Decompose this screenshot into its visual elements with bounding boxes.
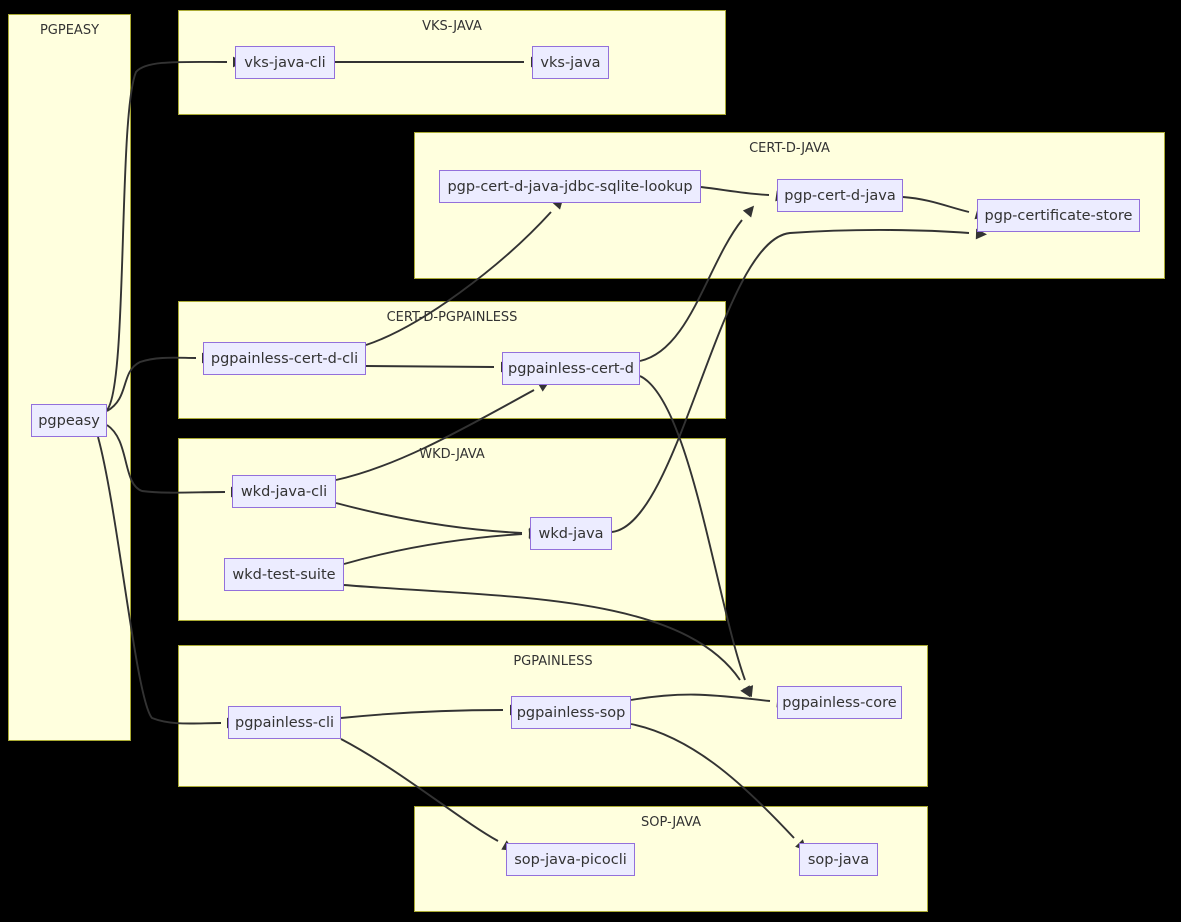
node-pgp-certificate-store[interactable]: pgp-certificate-store: [977, 199, 1140, 232]
node-pgpainless-core[interactable]: pgpainless-core: [777, 686, 902, 719]
cluster-pgpeasy: PGPEASY: [8, 14, 131, 741]
cluster-label-wkd_java: WKD-JAVA: [419, 447, 485, 462]
cluster-label-cert_d_java: CERT-D-JAVA: [749, 141, 830, 156]
node-pgpainless-cli[interactable]: pgpainless-cli: [228, 706, 341, 739]
node-pgpeasy[interactable]: pgpeasy: [31, 404, 107, 437]
node-label: pgpeasy: [38, 412, 100, 429]
cluster-label-sop_java: SOP-JAVA: [640, 815, 702, 830]
node-label: pgpainless-cert-d-cli: [210, 350, 359, 367]
node-label: pgp-cert-d-java-jdbc-sqlite-lookup: [447, 178, 693, 195]
cluster-wkd_java: WKD-JAVA: [178, 438, 726, 621]
cluster-label-pgpeasy: PGPEASY: [39, 23, 100, 38]
node-wkd-test-suite[interactable]: wkd-test-suite: [224, 558, 344, 591]
node-label: wkd-java: [538, 525, 604, 542]
node-vks-java[interactable]: vks-java: [532, 46, 609, 79]
node-pgpainless-sop[interactable]: pgpainless-sop: [511, 696, 631, 729]
cluster-label-vks_java: VKS-JAVA: [422, 19, 482, 34]
node-sop-java-picocli[interactable]: sop-java-picocli: [506, 843, 635, 876]
node-label: pgpainless-cli: [234, 714, 335, 731]
node-label: wkd-java-cli: [240, 483, 328, 500]
node-pgpainless-cert-d-cli[interactable]: pgpainless-cert-d-cli: [203, 342, 366, 375]
node-label: sop-java-picocli: [514, 851, 627, 868]
node-label: vks-java-cli: [244, 54, 326, 71]
node-label: sop-java: [807, 851, 870, 868]
node-pgp-cert-d-java[interactable]: pgp-cert-d-java: [777, 179, 903, 212]
node-wkd-java-cli[interactable]: wkd-java-cli: [232, 475, 336, 508]
cluster-label-cert_d_pgpainless: CERT-D-PGPAINLESS: [386, 310, 518, 325]
node-vks-java-cli[interactable]: vks-java-cli: [235, 46, 335, 79]
node-pgpainless-cert-d[interactable]: pgpainless-cert-d: [502, 352, 640, 385]
node-pgp-cert-d-java-jdbc-sqlite-lookup[interactable]: pgp-cert-d-java-jdbc-sqlite-lookup: [439, 170, 701, 203]
node-label: pgpainless-core: [782, 694, 897, 711]
node-label: pgp-certificate-store: [984, 207, 1133, 224]
node-label: wkd-test-suite: [232, 566, 336, 583]
node-wkd-java[interactable]: wkd-java: [530, 517, 612, 550]
node-sop-java[interactable]: sop-java: [799, 843, 878, 876]
node-label: pgpainless-cert-d: [508, 360, 634, 377]
node-label: pgpainless-sop: [516, 704, 626, 721]
node-label: vks-java: [540, 54, 601, 71]
cluster-label-pgpainless: PGPAINLESS: [513, 654, 593, 669]
node-label: pgp-cert-d-java: [784, 187, 896, 204]
